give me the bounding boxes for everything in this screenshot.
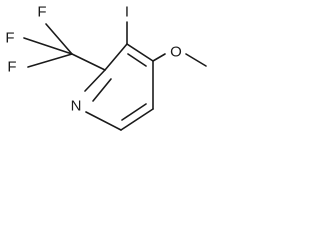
atom-label-nitrogen: N (71, 98, 82, 115)
bond-c5-c6 (120, 108, 154, 131)
bond-c6-n1 (85, 111, 122, 131)
bond-c2-c3 (104, 43, 128, 71)
double-bond-c5-c6-inner (121, 103, 147, 121)
atom-label-fluorine-left: F (5, 30, 14, 47)
bond-cf3-f-bottom (27, 53, 73, 68)
atom-label-iodine: I (125, 4, 129, 21)
atom-label-fluorine-bottom: F (7, 59, 16, 76)
bond-c4-oxygen (152, 53, 166, 62)
bond-c3-c4 (126, 43, 154, 62)
structure-canvas: N I O F F F (0, 0, 218, 134)
double-bond-c3-c4-inner (127, 53, 147, 67)
bond-cf3-f-top (45, 23, 73, 55)
bond-n1-c2 (84, 69, 106, 92)
bond-oxygen-methyl (185, 53, 207, 67)
atom-label-oxygen: O (170, 44, 182, 61)
atom-label-fluorine-top: F (37, 4, 46, 21)
bond-c2-cf3 (71, 53, 106, 71)
bond-cf3-f-left (23, 37, 73, 55)
molecule-structure: N I O F F F (5, 4, 207, 131)
double-bond-n1-c2-inner (92, 78, 112, 102)
